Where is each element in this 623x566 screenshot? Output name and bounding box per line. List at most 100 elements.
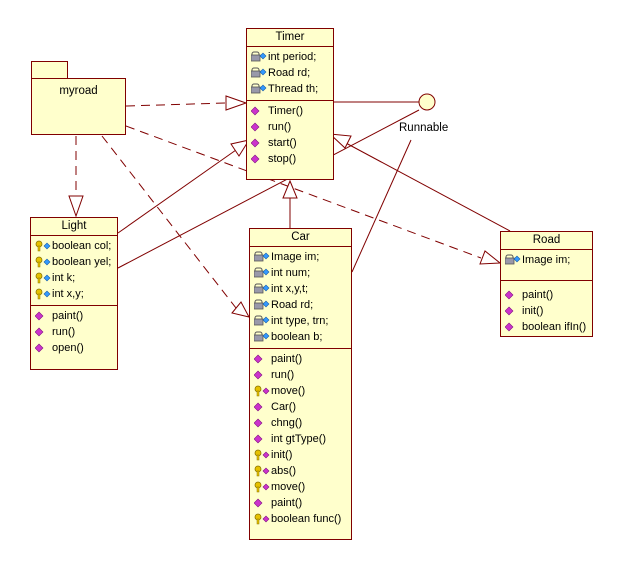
public-method-icon [505, 321, 521, 333]
method-row[interactable]: Timer() [251, 103, 333, 119]
method-row[interactable]: paint() [254, 495, 351, 511]
attribute-row[interactable]: boolean yel; [35, 254, 117, 270]
attribute-row[interactable]: int x,y,t; [254, 281, 351, 297]
public-method-icon [254, 353, 270, 365]
method-row[interactable]: boolean func() [254, 511, 351, 527]
method-section: paint() init() boolean ifIn() [501, 281, 592, 338]
dependency-myroad-car [101, 135, 237, 309]
method-row[interactable]: stop() [251, 151, 333, 167]
package-name: myroad [59, 85, 98, 97]
public-method-icon [254, 401, 270, 413]
method-label: run() [268, 121, 292, 133]
method-label: start() [268, 137, 297, 149]
protected-method-icon [254, 385, 270, 397]
method-label: run() [52, 326, 76, 338]
method-label: init() [271, 449, 293, 461]
method-section: paint() run() move() Car() chng()int gtType(… [250, 349, 351, 530]
hollow-triangle-head [328, 133, 352, 149]
package-tab [31, 61, 68, 79]
class-name: Road [501, 232, 592, 250]
method-label: paint() [271, 353, 303, 365]
open-arrow-head [479, 250, 502, 265]
method-row[interactable]: move() [254, 383, 351, 399]
open-arrow-head [68, 195, 84, 218]
attribute-row[interactable]: int period; [251, 49, 333, 65]
method-row[interactable]: chng() [254, 415, 351, 431]
public-method-icon [505, 289, 521, 301]
attribute-row[interactable]: Image im; [505, 252, 592, 268]
private-field-icon [254, 331, 270, 343]
public-method-icon [35, 310, 51, 322]
class-light[interactable]: Light boolean col;boolean yel;int k;int … [30, 217, 118, 370]
method-row[interactable]: run() [251, 119, 333, 135]
attribute-row[interactable]: Road rd; [254, 297, 351, 313]
method-row[interactable]: paint() [35, 308, 117, 324]
method-label: boolean ifIn() [522, 321, 587, 333]
protected-member-icon [35, 272, 51, 284]
protected-member-icon [35, 256, 51, 268]
private-field-icon [251, 51, 267, 63]
method-row[interactable]: run() [254, 367, 351, 383]
method-label: init() [522, 305, 544, 317]
method-row[interactable]: boolean ifIn() [505, 319, 592, 335]
generalization-road-timer [343, 141, 511, 232]
package-myroad[interactable]: myroad [31, 78, 126, 135]
attribute-section: boolean col; boolean yel;int k;int x,y; [31, 236, 117, 306]
attribute-row[interactable]: boolean b; [254, 329, 351, 345]
private-field-icon [505, 254, 521, 266]
attribute-row[interactable]: Road rd; [251, 65, 333, 81]
private-field-icon [254, 251, 270, 263]
attribute-label: boolean col; [52, 240, 112, 252]
method-row[interactable]: run() [35, 324, 117, 340]
attribute-label: int type, trn; [271, 315, 329, 327]
attribute-section: int period;Road rd;Thread th; [247, 47, 333, 101]
attribute-label: int num; [271, 267, 311, 279]
attribute-row[interactable]: Thread th; [251, 81, 333, 97]
class-car[interactable]: Car Image im;int num;int x,y,t;Road rd;i… [249, 228, 352, 540]
method-row[interactable]: int gtType() [254, 431, 351, 447]
method-row[interactable]: init() [254, 447, 351, 463]
public-method-icon [505, 305, 521, 317]
method-row[interactable]: start() [251, 135, 333, 151]
attribute-label: Image im; [271, 251, 320, 263]
method-row[interactable]: open() [35, 340, 117, 356]
public-method-icon [254, 369, 270, 381]
public-method-icon [254, 433, 270, 445]
attribute-section: Image im; int num; int x,y,t;Road rd; int t… [250, 247, 351, 349]
attribute-row[interactable]: boolean col; [35, 238, 117, 254]
attribute-row[interactable]: int k; [35, 270, 117, 286]
method-label: run() [271, 369, 295, 381]
runnable-interface-circle [418, 93, 436, 111]
method-row[interactable]: abs() [254, 463, 351, 479]
public-method-icon [251, 105, 267, 117]
private-field-icon [251, 67, 267, 79]
protected-member-icon [35, 288, 51, 300]
realization-car-runnable [351, 139, 412, 273]
method-label: Car() [271, 401, 297, 413]
method-row[interactable]: paint() [254, 351, 351, 367]
attribute-row[interactable]: int num; [254, 265, 351, 281]
public-method-icon [254, 497, 270, 509]
method-label: Timer() [268, 105, 304, 117]
class-road[interactable]: Road Image im; paint() init() boolean ifIn… [500, 231, 593, 337]
dependency-myroad-timer [125, 102, 227, 107]
attribute-label: Image im; [522, 254, 571, 266]
method-row[interactable]: move() [254, 479, 351, 495]
attribute-row[interactable]: int type, trn; [254, 313, 351, 329]
public-method-icon [251, 121, 267, 133]
method-label: paint() [52, 310, 84, 322]
method-row[interactable]: paint() [505, 287, 592, 303]
class-name: Timer [247, 29, 333, 47]
public-method-icon [254, 417, 270, 429]
class-timer[interactable]: Timer int period;Road rd;Thread th; Time… [246, 28, 334, 180]
method-label: stop() [268, 153, 297, 165]
method-row[interactable]: Car() [254, 399, 351, 415]
attribute-row[interactable]: int x,y; [35, 286, 117, 302]
private-field-icon [254, 283, 270, 295]
public-method-icon [251, 137, 267, 149]
protected-method-icon [254, 449, 270, 461]
method-row[interactable]: init() [505, 303, 592, 319]
method-label: open() [52, 342, 84, 354]
attribute-row[interactable]: Image im; [254, 249, 351, 265]
method-label: move() [271, 481, 306, 493]
